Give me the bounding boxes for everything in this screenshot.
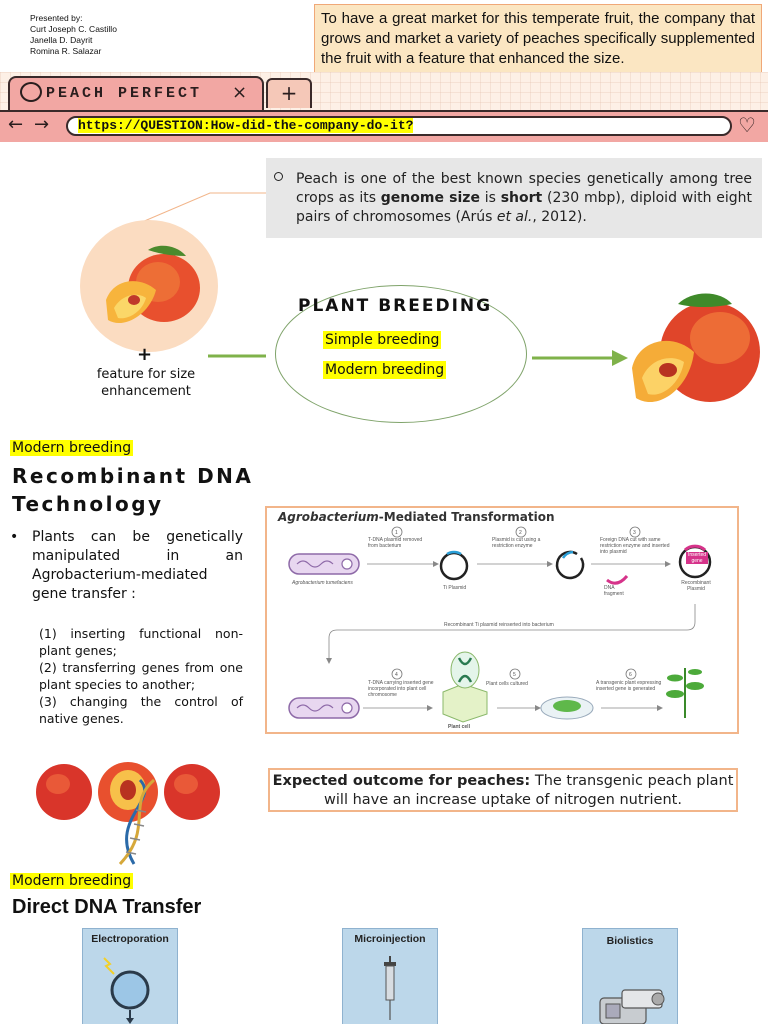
diagram-label: Agrobacterium tumefaciens [292,580,353,586]
list-item: (3) changing the control of native genes… [39,694,243,726]
ti-plasmid-circle [439,551,469,581]
step-number: 4 [395,672,398,678]
plant-cell-shape [442,683,488,723]
electroporation-icon [103,957,150,1024]
diagram-label: Recombinant Ti plasmid reinserted into b… [444,622,554,628]
bacterium-shape [288,553,360,575]
fact-italic: et al. [496,209,533,225]
plant-breeding-title: PLANT BREEDING [298,296,493,316]
method-label: Electroporation [91,933,169,945]
diagram-label: Recombinant Plasmid [681,580,711,592]
fact-text: Peach is one of the best known species g… [296,171,752,206]
heart-icon[interactable]: ♡ [738,113,756,137]
url-bar[interactable]: https://QUESTION:How-did-the-company-do-… [66,116,732,136]
fact-text: , 2012). [532,209,587,225]
feature-label: feature for size enhancement [96,367,196,399]
dna-fragment-shape [606,575,629,585]
step-number: 3 [633,530,636,536]
plus-sign: + [137,344,153,365]
list-item: (2) transferring genes from one plant sp… [39,660,243,692]
diagram-label: Plant cells cultured [486,681,528,687]
forward-arrow-icon[interactable]: → [34,114,50,135]
section-tag: Modern breeding [10,873,134,889]
url-text: https://QUESTION:How-did-the-company-do-… [78,118,414,133]
syringe-icon [384,956,396,1020]
modern-breeding-label: Modern breeding [323,361,447,379]
section-tag: Modern breeding [10,440,134,456]
diagram-title: Agrobacterium-Mediated Transformation [278,510,555,524]
new-tab-button[interactable]: + [266,78,312,108]
diagram-label: Inserted gene [686,552,708,564]
step-number: 6 [629,672,632,678]
method-label: Microinjection [354,933,426,945]
tab-title: PEACH PERFECT [46,85,203,102]
arrow-head-right [612,350,628,366]
presenter-name: Curt Joseph C. Castillo [30,24,117,34]
hollow-bullet-icon [274,172,283,181]
diagram-label: A transgenic plant expressing inserted g… [596,680,662,692]
diagram-label: Ti Plasmid [443,585,467,591]
dna-strand [125,778,147,865]
fact-bold-genome: genome size [380,190,480,206]
peaches-dna-image [36,762,220,865]
diagram-label: T-DNA plasmid removed from bacterium [368,537,423,549]
peach-fact-box: Peach is one of the best known species g… [266,158,762,238]
diagram-label: Foreign DNA cut with same restriction en… [600,537,670,555]
peach-image-large [632,293,760,403]
step-number: 2 [519,530,522,536]
cut-plasmid-circle [555,550,585,580]
presenters-heading: Presented by: [30,13,83,23]
peach-image-small [106,245,200,324]
presenter-name: Romina R. Salazar [30,46,102,56]
fact-text: (230 mbp), diploid with eight pairs of c… [296,190,752,225]
step-number: 1 [395,530,398,536]
section-title: Direct DNA Transfer [12,896,202,918]
back-arrow-icon[interactable]: ← [8,114,24,135]
agrobacterium-diagram [265,506,739,734]
browser-tab[interactable] [8,76,264,110]
section-description: Plants can be genetically manipulated in… [32,529,243,602]
simple-breeding-label: Simple breeding [323,331,442,349]
diagram-label: Plasmid is cut using a restriction enzym… [492,537,541,549]
close-tab-icon[interactable]: × [232,82,248,103]
bullet-icon: • [10,529,19,545]
presenters-block: Presented by: Curt Joseph C. Castillo Ja… [30,13,117,57]
diagram-graphics [288,526,712,723]
list-item: (1) inserting functional non-plant genes… [39,626,243,658]
peach-logo-icon [20,82,42,102]
fact-text: is [479,190,501,206]
methods-list: (1) inserting functional non-plant genes… [39,625,243,727]
diagram-label: T-DNA carrying inserted gene incorporate… [368,680,434,698]
section-title: Recombinant DNA Technology [12,464,254,516]
outcome-label: Expected outcome for peaches: [272,773,531,789]
fact-bold-short: short [500,190,543,206]
diagram-title-italic: Agrobacterium [278,510,379,524]
diagram-label: DNA fragment [604,585,624,597]
diagram-title-rest: -Mediated Transformation [378,510,555,524]
presenter-name: Janella D. Dayrit [30,35,93,45]
diagram-label: Plant cell [448,724,470,730]
outcome-text: The transgenic peach plant will have an … [324,773,734,808]
plant-breeding-ellipse [275,285,527,423]
step-number: 5 [513,672,516,678]
gene-gun-icon [599,989,665,1024]
method-label: Biolistics [606,935,654,947]
expected-outcome-box: Expected outcome for peaches: The transg… [268,768,738,812]
